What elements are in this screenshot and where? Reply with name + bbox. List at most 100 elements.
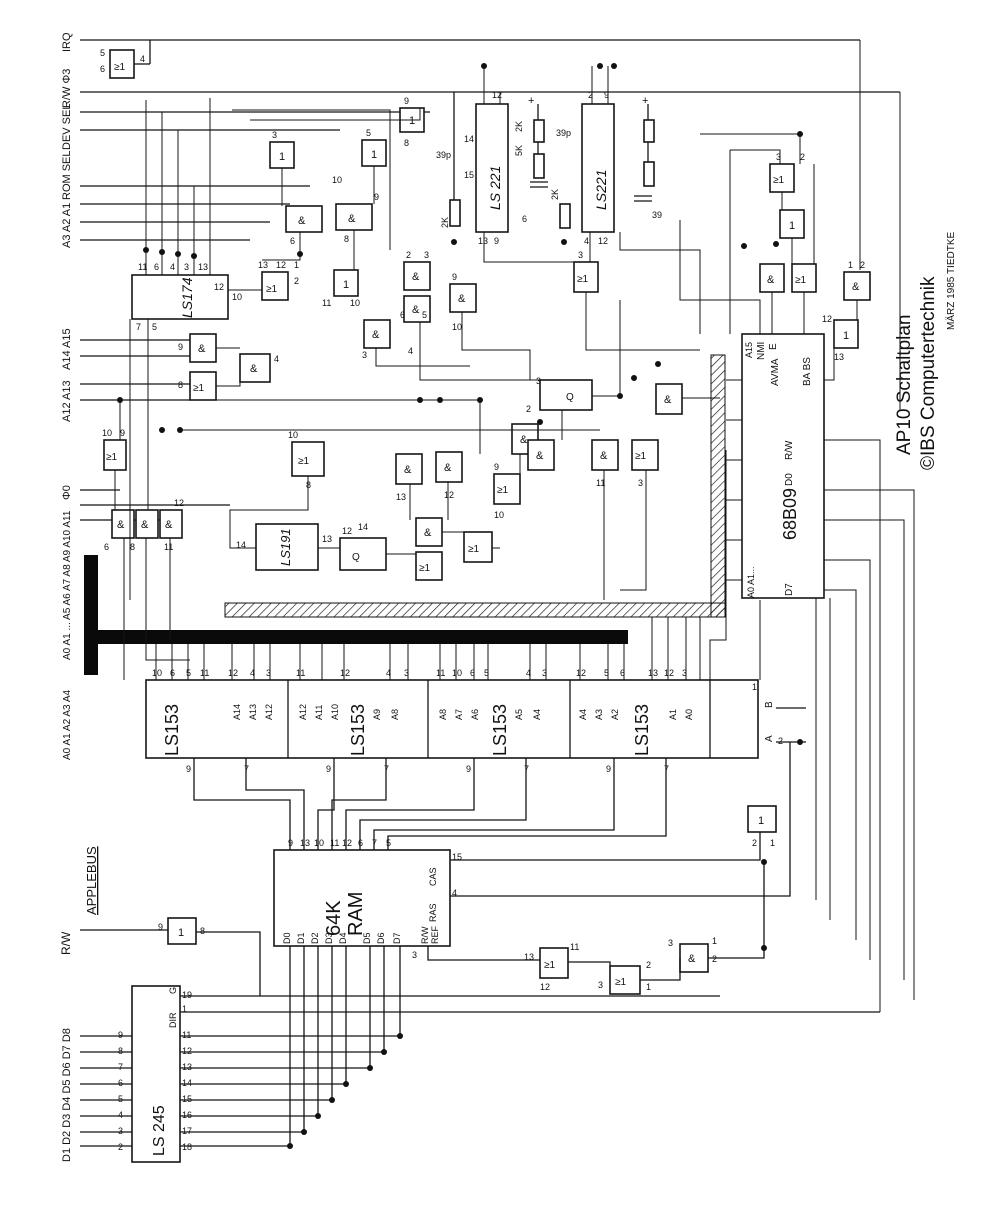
svg-text:12: 12 xyxy=(664,668,674,678)
svg-text:10: 10 xyxy=(350,298,360,308)
svg-text:12: 12 xyxy=(576,668,586,678)
svg-text:A12: A12 xyxy=(298,704,308,720)
rw-phi3-label: R/W Φ3 xyxy=(61,69,73,108)
svg-text:2: 2 xyxy=(712,954,717,964)
title-heading: AP10 Schaltplan xyxy=(894,315,915,456)
svg-text:D3: D3 xyxy=(324,932,334,944)
svg-text:14: 14 xyxy=(358,522,368,532)
svg-text:6: 6 xyxy=(470,668,475,678)
svg-text:11: 11 xyxy=(138,262,147,272)
svg-text:≥1: ≥1 xyxy=(635,451,646,462)
svg-text:5K: 5K xyxy=(514,145,524,156)
ls221-a-label: LS 221 xyxy=(487,166,503,210)
svg-text:2: 2 xyxy=(118,1142,123,1152)
svg-text:9: 9 xyxy=(404,96,409,106)
svg-text:10: 10 xyxy=(332,175,342,185)
svg-text:1: 1 xyxy=(343,279,349,291)
ram-data-lines xyxy=(289,946,401,1146)
cpu-68b09: 68B09 A0 A1... D0 D7 R/W AVMA BA BS NMI … xyxy=(741,333,825,599)
cpu-label: 68B09 xyxy=(780,488,800,540)
svg-text:4: 4 xyxy=(526,668,531,678)
svg-text:12: 12 xyxy=(342,526,352,536)
svg-text:6: 6 xyxy=(118,1078,123,1088)
svg-text:4: 4 xyxy=(386,668,391,678)
svg-text:3: 3 xyxy=(184,262,189,272)
svg-text:&: & xyxy=(458,293,466,305)
svg-text:3: 3 xyxy=(404,668,409,678)
svg-text:&: & xyxy=(198,343,206,355)
svg-text:13: 13 xyxy=(322,534,332,544)
svg-text:13: 13 xyxy=(478,236,488,246)
a14a15-label: A14 A15 xyxy=(61,328,73,370)
svg-text:5: 5 xyxy=(100,48,105,58)
svg-text:10: 10 xyxy=(232,292,242,302)
svg-text:12: 12 xyxy=(182,1046,192,1056)
svg-text:≥1: ≥1 xyxy=(795,275,806,286)
svg-text:≥1: ≥1 xyxy=(419,563,430,574)
svg-text:≥1: ≥1 xyxy=(468,544,479,555)
svg-text:6: 6 xyxy=(154,262,159,272)
svg-text:5: 5 xyxy=(366,128,371,138)
svg-text:A3: A3 xyxy=(594,709,604,720)
svg-text:&: & xyxy=(165,519,173,531)
svg-text:3: 3 xyxy=(598,980,603,990)
svg-text:12: 12 xyxy=(276,260,286,270)
svg-text:&: & xyxy=(664,394,672,406)
svg-text:9: 9 xyxy=(178,342,183,352)
svg-text:2: 2 xyxy=(588,90,593,100)
ls221-a: LS 221 12 14 15 13 9 6 39p 2K 5K 2K + xyxy=(436,90,534,246)
svg-text:15: 15 xyxy=(182,1094,192,1104)
svg-text:D7: D7 xyxy=(392,932,402,944)
svg-text:NMI: NMI xyxy=(756,342,767,360)
svg-text:18: 18 xyxy=(182,1142,192,1152)
svg-text:17: 17 xyxy=(182,1126,192,1136)
svg-text:REF: REF xyxy=(430,925,440,944)
svg-text:13: 13 xyxy=(648,668,658,678)
title-date: MÄRZ 1985 TIEDTKE xyxy=(945,231,957,330)
svg-text:11: 11 xyxy=(436,668,445,678)
svg-text:&: & xyxy=(536,450,544,462)
svg-text:≥1: ≥1 xyxy=(773,175,784,186)
flip-flops: Q 3 2 Q 14 12 xyxy=(339,376,593,571)
svg-text:1: 1 xyxy=(409,115,415,127)
ls174-body xyxy=(131,274,229,320)
svg-text:39p: 39p xyxy=(436,150,451,160)
svg-text:14: 14 xyxy=(464,134,474,144)
irq-label: IRQ xyxy=(61,32,73,52)
svg-text:A0 A1...: A0 A1... xyxy=(746,566,756,598)
svg-text:D7: D7 xyxy=(784,583,795,596)
horizontal-address-bus xyxy=(98,630,628,644)
ls245-b-lines xyxy=(180,995,880,1147)
svg-text:9: 9 xyxy=(118,1030,123,1040)
applebus-label: APPLEBUS xyxy=(84,846,99,915)
svg-text:12: 12 xyxy=(174,498,184,508)
svg-text:2K: 2K xyxy=(550,189,560,200)
svg-text:BA BS: BA BS xyxy=(802,357,813,386)
svg-text:10: 10 xyxy=(452,668,462,678)
svg-text:DIR: DIR xyxy=(168,1012,178,1028)
svg-text:3: 3 xyxy=(424,250,429,260)
svg-text:A12: A12 xyxy=(264,704,274,720)
svg-text:8: 8 xyxy=(344,234,349,244)
svg-text:RAS: RAS xyxy=(428,903,438,922)
svg-text:5: 5 xyxy=(422,310,427,320)
svg-text:&: & xyxy=(520,434,528,446)
svg-text:7: 7 xyxy=(118,1062,123,1072)
svg-text:D4: D4 xyxy=(338,932,348,944)
svg-text:3: 3 xyxy=(578,250,583,260)
ram-body xyxy=(273,849,451,947)
address-buses xyxy=(84,555,628,675)
ls153-1-label: LS153 xyxy=(162,704,182,756)
ls153-3-label: LS153 xyxy=(490,704,510,756)
svg-text:&: & xyxy=(852,281,860,293)
addr-bottom-label: A0 A1 A2 A3 A4 xyxy=(62,689,73,760)
svg-text:5: 5 xyxy=(484,668,489,678)
svg-text:2K: 2K xyxy=(440,217,450,228)
svg-text:A4: A4 xyxy=(532,709,542,720)
svg-text:3: 3 xyxy=(638,478,643,488)
svg-text:E: E xyxy=(768,343,779,350)
svg-text:13: 13 xyxy=(524,952,534,962)
svg-text:R/W: R/W xyxy=(420,926,430,944)
a12a13-label: A12 A13 xyxy=(61,380,73,422)
svg-text:8: 8 xyxy=(306,480,311,490)
